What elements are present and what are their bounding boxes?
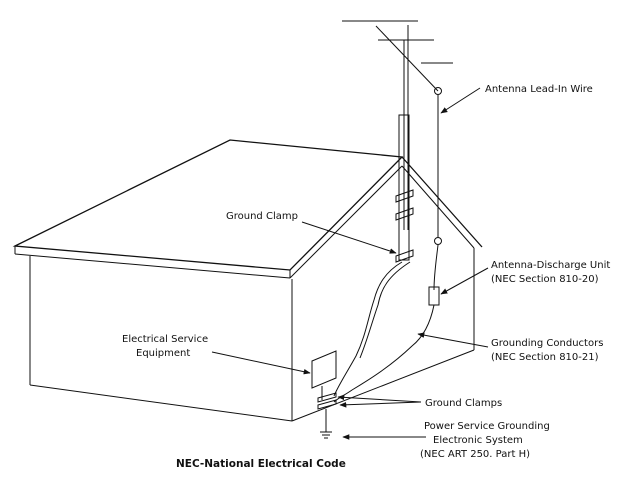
leader-arrows — [211, 87, 489, 440]
arrow-ground-clamp — [301, 221, 397, 254]
label-electrical-service: Electrical Service — [122, 334, 208, 345]
label-electronic-system: Electronic System — [433, 435, 523, 446]
arrow-lead-in — [440, 87, 481, 114]
label-power-service: Power Service Grounding — [424, 421, 550, 432]
label-discharge-unit: Antenna-Discharge Unit — [491, 260, 610, 271]
label-ground-clamps: Ground Clamps — [425, 398, 502, 409]
label-grounding-conductors-section: (NEC Section 810-21) — [491, 352, 599, 363]
grounding-conductors — [333, 261, 435, 403]
antenna-lead-in-wire — [428, 87, 442, 306]
label-discharge-unit-section: (NEC Section 810-20) — [491, 274, 599, 285]
arrow-ground-clamps-2 — [339, 401, 422, 408]
arrow-grounding-conductors — [417, 332, 489, 348]
label-electrical-service-equipment: Equipment — [136, 348, 190, 359]
arrow-discharge-unit — [440, 267, 489, 295]
label-antenna-lead-in: Antenna Lead-In Wire — [485, 84, 593, 95]
diagram-caption: NEC-National Electrical Code — [176, 458, 346, 470]
arrow-electrical-service — [211, 351, 311, 375]
electrical-service-equipment — [311, 350, 337, 439]
house-structure — [12, 139, 483, 422]
antenna — [342, 20, 453, 263]
label-nec-art: (NEC ART 250. Part H) — [420, 449, 530, 460]
label-ground-clamp: Ground Clamp — [226, 211, 298, 222]
label-grounding-conductors: Grounding Conductors — [491, 338, 603, 349]
arrow-ground-clamps-1 — [337, 394, 422, 403]
